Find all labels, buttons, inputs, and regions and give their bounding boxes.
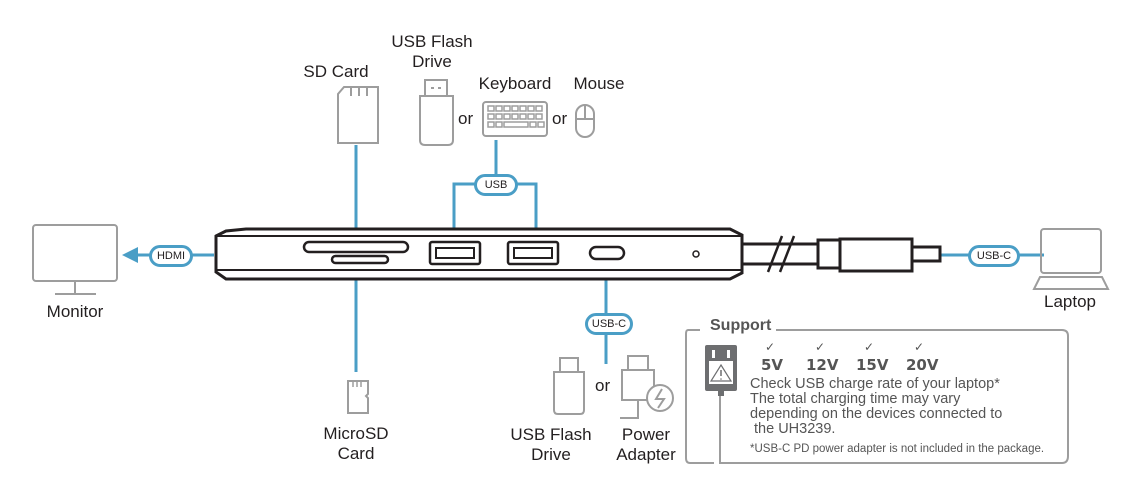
support-line-1: Check USB charge rate of your laptop* — [750, 376, 1000, 392]
monitor-icon — [32, 224, 118, 295]
power-adapter-icon — [620, 355, 674, 419]
voltage-15v: 15V — [856, 356, 889, 374]
keyboard-key — [527, 113, 535, 120]
power-adapter-line2: Adapter — [616, 445, 676, 464]
usb-flash-top-line1: USB Flash — [391, 32, 473, 51]
cable-break-icon — [766, 235, 784, 273]
microsd-line1: MicroSD — [323, 424, 389, 443]
usb-connector-badge: USB — [474, 174, 518, 196]
microsd-card-icon — [347, 380, 369, 414]
hdmi-arrow-icon — [122, 247, 138, 263]
keyboard-key — [535, 105, 543, 112]
support-line-2: The total charging time may vary — [750, 391, 961, 407]
keyboard-key — [495, 105, 503, 112]
usb-c-connector-badge: USB-C — [585, 313, 633, 335]
keyboard-key — [503, 105, 511, 112]
support-line-3: depending on the devices connected to — [750, 406, 1003, 422]
usb-flash-top-line2: Drive — [412, 52, 452, 71]
keyboard-key — [511, 113, 519, 120]
usb-flash-drive-bottom-icon — [553, 357, 585, 415]
or-label-3: or — [595, 376, 611, 395]
keyboard-key — [495, 113, 503, 120]
support-note: *USB-C PD power adapter is not included … — [750, 443, 1045, 455]
microsd-slot — [330, 254, 390, 265]
usb-flash-bottom-line1: USB Flash — [510, 425, 592, 444]
keyboard-key — [487, 113, 495, 120]
laptop-icon — [1032, 228, 1110, 290]
monitor-label: Monitor — [46, 302, 104, 321]
hdmi-connector-badge: HDMI — [149, 245, 193, 267]
support-title: Support — [706, 317, 776, 335]
power-adapter-label: Power Adapter — [608, 425, 684, 465]
keyboard-key — [527, 105, 535, 112]
check-icon: ✓ — [815, 340, 826, 354]
keyboard-key — [535, 113, 543, 120]
check-icon: ✓ — [914, 340, 925, 354]
host-cable — [742, 235, 942, 273]
keyboard-key — [519, 113, 527, 120]
check-icon: ✓ — [864, 340, 875, 354]
wall-charger-warning-icon — [705, 345, 737, 396]
keyboard-key — [537, 121, 545, 128]
sd-card-icon — [337, 86, 379, 144]
usb-flash-drive-bottom-label: USB Flash Drive — [504, 425, 598, 465]
sd-card-label: SD Card — [303, 62, 369, 81]
keyboard-label: Keyboard — [478, 74, 552, 93]
microsd-line2: Card — [337, 444, 375, 463]
keyboard-key — [487, 121, 495, 128]
voltage-5v: 5V — [761, 356, 784, 374]
usb-c-port — [588, 245, 626, 261]
mouse-label: Mouse — [573, 74, 625, 93]
mouse-icon — [575, 104, 595, 138]
check-icon: ✓ — [765, 340, 776, 354]
voltage-12v: 12V — [806, 356, 839, 374]
keyboard-key — [487, 105, 495, 112]
laptop-label: Laptop — [1044, 292, 1096, 311]
hub-body — [214, 227, 744, 281]
voltage-20v: 20V — [906, 356, 939, 374]
keyboard-key — [519, 105, 527, 112]
led-indicator — [692, 250, 700, 258]
usb-c-host-connector-badge: USB-C — [968, 245, 1020, 267]
support-box — [685, 329, 1069, 464]
sd-card-slot — [302, 240, 410, 254]
or-label-1: or — [458, 109, 474, 128]
usb-flash-drive-icon — [419, 79, 454, 146]
keyboard-key — [529, 121, 537, 128]
or-label-2: or — [552, 109, 568, 128]
microsd-label: MicroSD Card — [316, 424, 396, 464]
keyboard-icon — [482, 101, 548, 137]
keyboard-key — [503, 113, 511, 120]
keyboard-key — [495, 121, 503, 128]
usb-flash-drive-top-label: USB Flash Drive — [384, 32, 480, 72]
support-line-4: the UH3239. — [750, 421, 836, 437]
usb-flash-bottom-line2: Drive — [531, 445, 571, 464]
keyboard-key — [511, 105, 519, 112]
power-adapter-line1: Power — [621, 425, 671, 444]
keyboard-key — [503, 121, 529, 128]
